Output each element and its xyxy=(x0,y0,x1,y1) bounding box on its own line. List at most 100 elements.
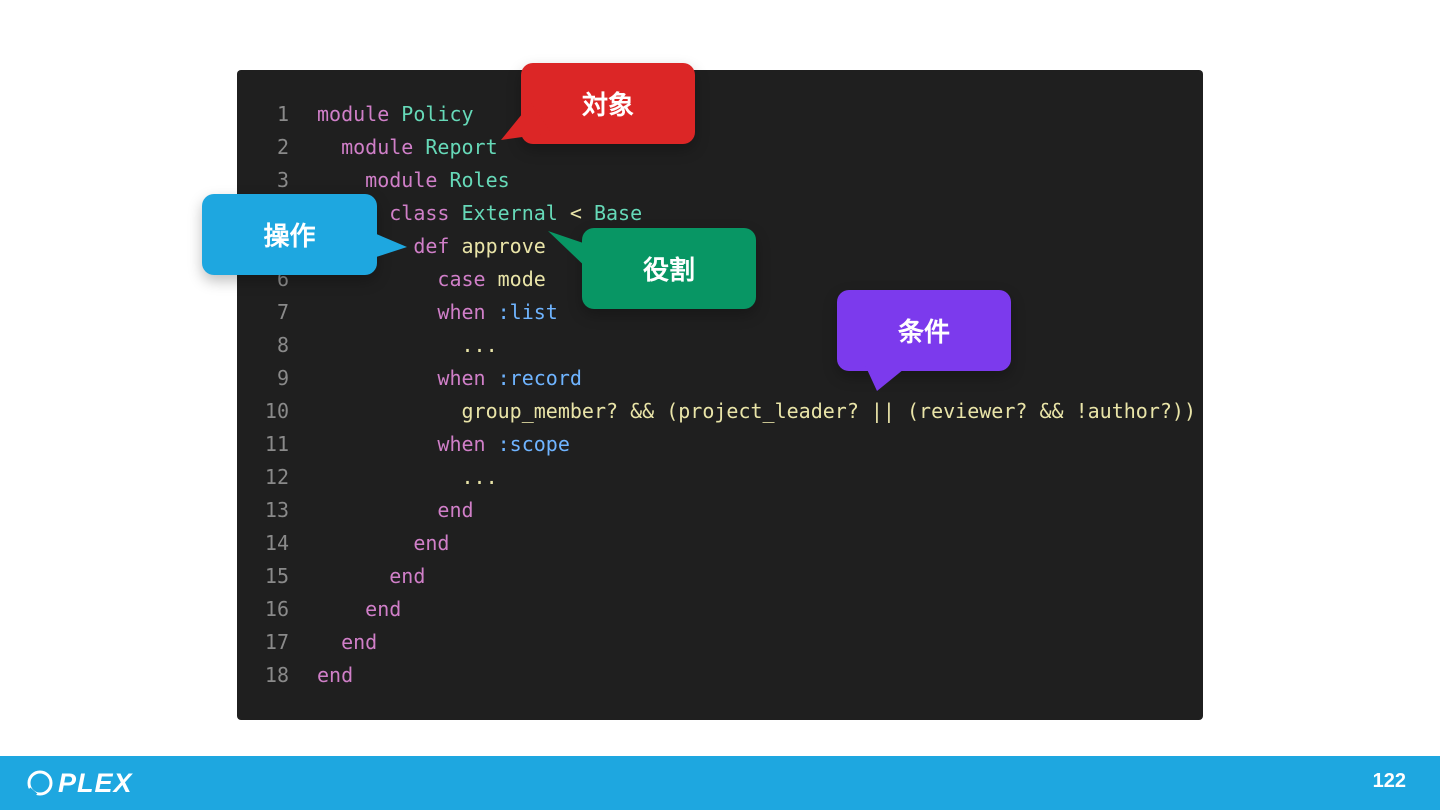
code-indent xyxy=(317,399,462,423)
line-number: 7 xyxy=(276,300,289,324)
code-token: Base xyxy=(593,201,643,225)
line-number: 13 xyxy=(264,498,289,522)
code-text: def approve xyxy=(317,230,546,263)
plex-logo: PLEX xyxy=(26,768,133,798)
code-text: when :record xyxy=(317,362,582,395)
code-token: :record xyxy=(497,366,582,390)
code-indent xyxy=(317,135,341,159)
code-indent xyxy=(317,333,462,357)
code-text: end xyxy=(317,494,474,527)
code-token xyxy=(486,300,498,324)
code-token: group_member? && (project_leader? || (re… xyxy=(461,399,1197,423)
line-number: 3 xyxy=(276,168,289,192)
line-number: 9 xyxy=(276,366,289,390)
code-indent xyxy=(317,168,365,192)
line-number: 8 xyxy=(276,333,289,357)
code-token: External xyxy=(461,201,558,225)
line-number: 18 xyxy=(264,663,289,687)
code-token xyxy=(413,135,425,159)
code-text: when :list xyxy=(317,296,558,329)
plex-logo-text: PLEX xyxy=(58,767,133,798)
code-token: approve xyxy=(461,234,546,258)
code-token: case xyxy=(437,267,486,291)
callout-role: 役割 xyxy=(548,228,756,309)
code-indent xyxy=(317,498,437,522)
code-indent xyxy=(317,597,365,621)
code-token: end xyxy=(437,498,474,522)
line-number: 10 xyxy=(264,399,289,423)
code-token: :list xyxy=(497,300,558,324)
code-text: module Report xyxy=(317,131,498,164)
code-text: case mode xyxy=(317,263,546,296)
page-number: 122 xyxy=(1372,770,1406,792)
code-text: ... xyxy=(317,461,498,494)
code-token: module xyxy=(317,102,390,126)
code-text: end xyxy=(317,560,425,593)
code-token xyxy=(486,267,498,291)
code-token: when xyxy=(437,366,486,390)
code-token: when xyxy=(437,300,486,324)
code-token: def xyxy=(413,234,450,258)
code-token: class xyxy=(389,201,450,225)
code-token xyxy=(486,432,498,456)
code-token: Policy xyxy=(401,102,474,126)
code-token: Roles xyxy=(449,168,510,192)
code-token: end xyxy=(317,663,354,687)
code-text: end xyxy=(317,527,449,560)
code-token: end xyxy=(341,630,378,654)
callout-role-label: 役割 xyxy=(642,256,695,286)
code-text: class External < Base xyxy=(317,197,642,230)
code-text: group_member? && (project_leader? || (re… xyxy=(317,395,1197,428)
code-token xyxy=(437,168,449,192)
code-indent xyxy=(317,531,413,555)
callout-target: 対象 xyxy=(501,63,695,144)
code-token: :scope xyxy=(497,432,570,456)
code-token: Report xyxy=(425,135,498,159)
code-text: module Roles xyxy=(317,164,510,197)
callout-condition-pointer xyxy=(865,365,909,391)
code-token: mode xyxy=(497,267,546,291)
code-text: ... xyxy=(317,329,498,362)
code-indent xyxy=(317,630,341,654)
line-number: 11 xyxy=(264,432,289,456)
line-number: 14 xyxy=(264,531,289,555)
code-token: ... xyxy=(461,333,498,357)
line-number: 2 xyxy=(276,135,289,159)
line-number: 15 xyxy=(264,564,289,588)
code-indent xyxy=(317,432,437,456)
code-text: end xyxy=(317,659,353,692)
code-token xyxy=(449,201,461,225)
line-number: 12 xyxy=(264,465,289,489)
code-token xyxy=(486,366,498,390)
code-token: end xyxy=(413,531,450,555)
callout-target-pointer xyxy=(501,103,551,140)
code-text: module Policy xyxy=(317,98,474,131)
callout-condition: 条件 xyxy=(837,290,1011,391)
line-number: 1 xyxy=(276,102,289,126)
code-indent xyxy=(317,564,389,588)
code-token xyxy=(389,102,401,126)
code-token: ... xyxy=(461,465,498,489)
code-token: < xyxy=(557,201,594,225)
code-indent xyxy=(317,465,462,489)
code-indent xyxy=(317,366,437,390)
code-token: end xyxy=(365,597,402,621)
code-token: module xyxy=(365,168,438,192)
callout-operation-label: 操作 xyxy=(263,222,316,252)
code-indent xyxy=(317,300,437,324)
callout-role-pointer xyxy=(548,231,592,273)
line-number: 17 xyxy=(264,630,289,654)
plex-logo-icon xyxy=(27,770,53,797)
code-text: end xyxy=(317,593,401,626)
callout-condition-label: 条件 xyxy=(897,318,950,348)
callout-target-label: 対象 xyxy=(581,91,634,121)
line-number: 16 xyxy=(264,597,289,621)
code-text: when :scope xyxy=(317,428,570,461)
callout-operation: 操作 xyxy=(202,194,407,275)
code-token xyxy=(449,234,461,258)
code-token: when xyxy=(437,432,486,456)
callout-operation-pointer xyxy=(367,230,407,260)
code-panel: 1 module Policy 2 module Report 3 module Ro… xyxy=(237,70,1203,720)
code-token: end xyxy=(389,564,426,588)
code-text: end xyxy=(317,626,377,659)
